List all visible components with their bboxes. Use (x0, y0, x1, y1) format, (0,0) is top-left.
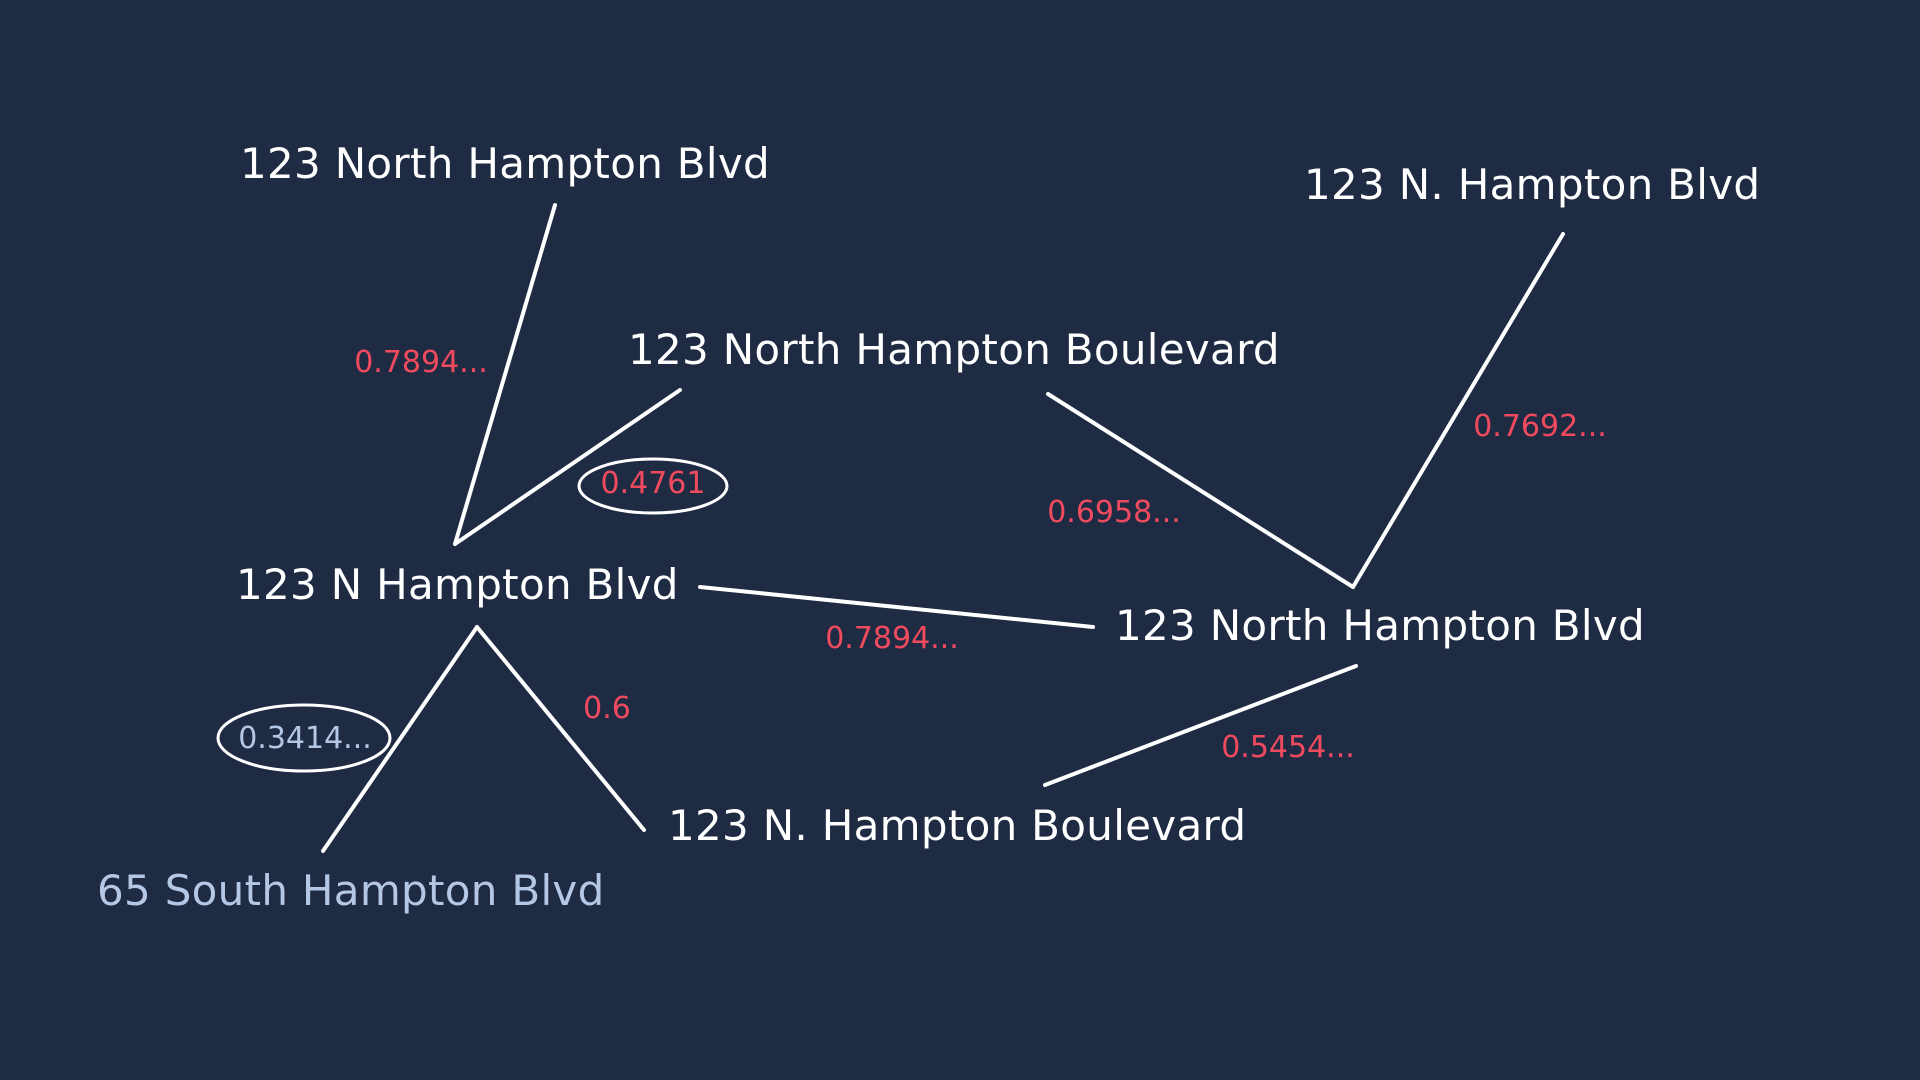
node-n-dot-hampton-boulevard: 123 N. Hampton Boulevard (668, 801, 1247, 850)
highlight-circle (577, 457, 729, 515)
edge-score-circled: 0.3414... (238, 721, 372, 756)
edge-line (1351, 232, 1565, 589)
node-n-hampton-blvd: 123 N Hampton Blvd (236, 560, 679, 609)
node-south-hampton-blvd: 65 South Hampton Blvd (97, 866, 605, 915)
edge-line (453, 203, 557, 546)
edge-line (1043, 664, 1358, 787)
edge-score-circled: 0.4761 (600, 466, 706, 501)
edge-line (475, 625, 646, 832)
node-north-hampton-blvd-top: 123 North Hampton Blvd (240, 139, 770, 188)
edge-score: 0.6958... (1047, 495, 1181, 530)
edge-score: 0.5454... (1221, 730, 1355, 765)
node-north-hampton-blvd-right: 123 North Hampton Blvd (1115, 601, 1645, 650)
edge-line (453, 388, 682, 546)
node-north-hampton-boulevard: 123 North Hampton Boulevard (628, 325, 1280, 374)
edge-score: 0.7692... (1473, 409, 1607, 444)
edge-score: 0.7894... (354, 345, 488, 380)
highlight-circle (216, 703, 392, 773)
edge-score: 0.7894... (825, 621, 959, 656)
edge-line (321, 625, 479, 853)
edge-score: 0.6 (583, 691, 631, 726)
node-n-dot-hampton-blvd-top: 123 N. Hampton Blvd (1304, 160, 1761, 209)
edge-line (698, 585, 1095, 629)
edge-line (1046, 392, 1355, 589)
